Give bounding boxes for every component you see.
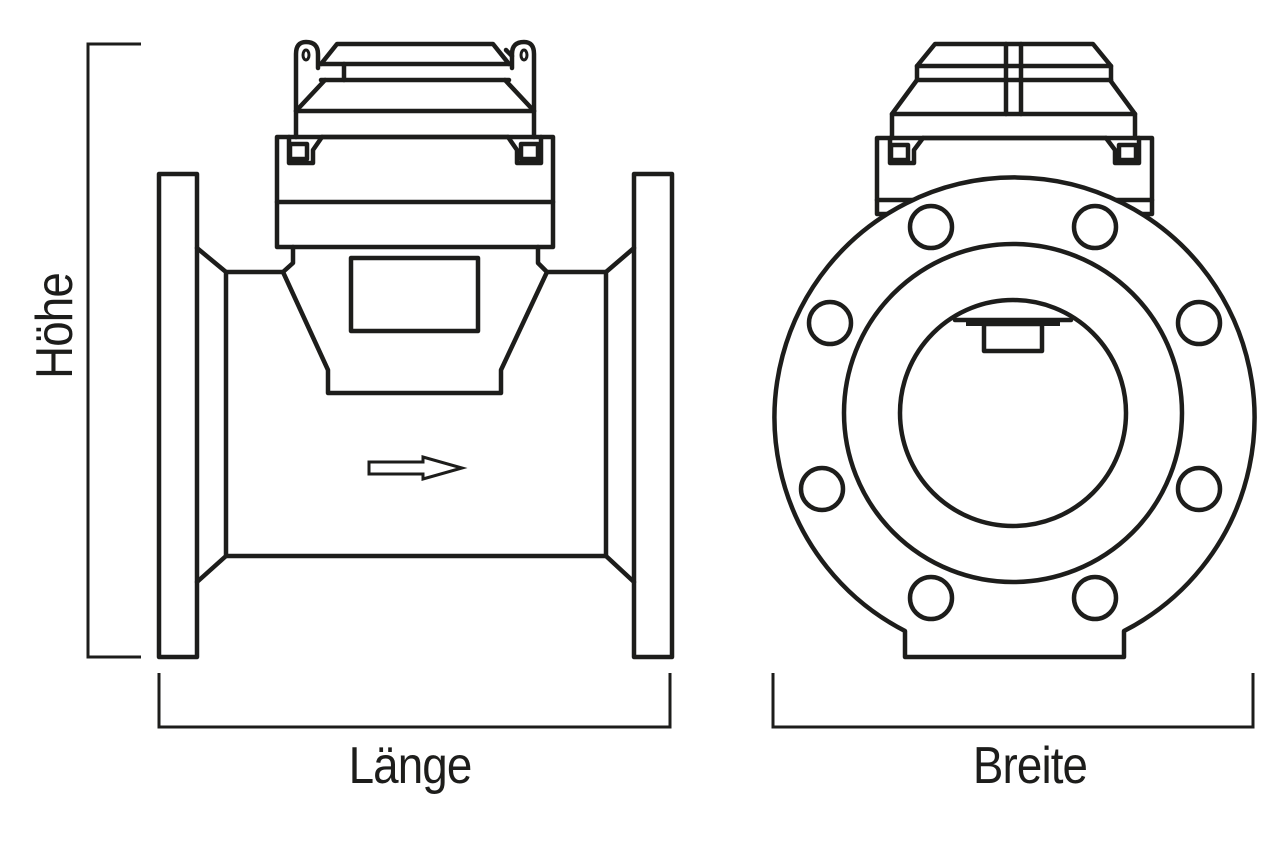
front-register-head: [889, 41, 1138, 141]
pipe-bore: [897, 297, 1129, 529]
side-view: [156, 39, 675, 660]
length-dimension-bracket: [157, 673, 672, 729]
bolt-hole: [798, 465, 846, 513]
height-label: Höhe: [26, 273, 84, 379]
bolt-hole: [907, 203, 955, 251]
bolt-hole: [806, 299, 854, 347]
left-flange: [156, 171, 200, 660]
display-window: [348, 255, 481, 334]
flange-ring: [841, 241, 1185, 585]
bolt-holes: [798, 203, 1223, 622]
width-label: Breite: [972, 737, 1088, 795]
width-dimension-bracket: [771, 673, 1255, 729]
bolt-hole: [1175, 465, 1223, 513]
height-dimension-bracket: [86, 42, 141, 659]
length-label: Länge: [348, 737, 473, 795]
pipe-body: [194, 244, 637, 585]
bolt-hole: [1175, 299, 1223, 347]
bolt-hole: [1071, 574, 1119, 622]
bore-insert: [952, 317, 1074, 354]
bolt-hole: [907, 574, 955, 622]
meter-neck: [280, 269, 550, 396]
meter-housing: [274, 134, 556, 250]
right-flange: [631, 171, 675, 660]
register-head: [293, 39, 537, 140]
flow-direction-arrow-icon: [367, 455, 468, 481]
front-view: [772, 41, 1257, 660]
bolt-hole: [1071, 203, 1119, 251]
